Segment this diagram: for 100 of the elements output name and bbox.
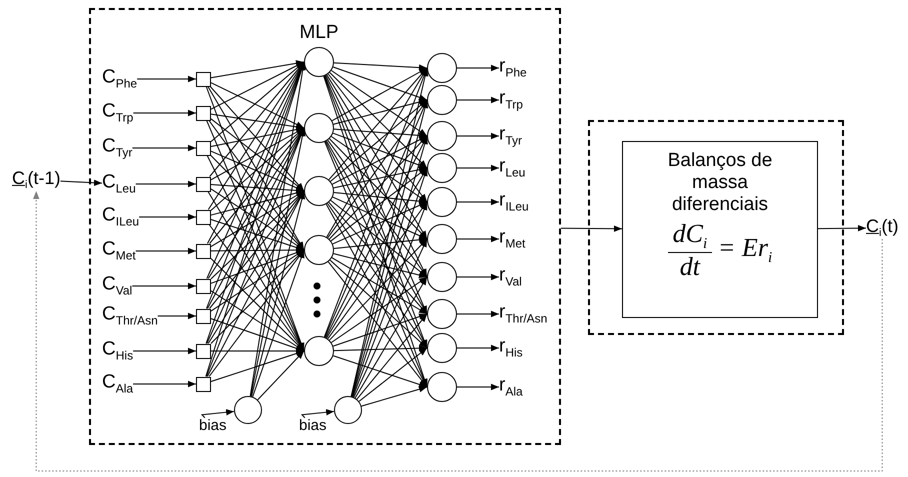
arrow <box>330 70 428 136</box>
input-label: C$_{Thr/Asn}$ <box>102 304 158 328</box>
arrow <box>329 72 428 168</box>
arrow <box>332 314 428 347</box>
input-label: C$_{Met}$ <box>102 239 136 263</box>
input-node <box>196 176 211 192</box>
bias-label: bias <box>299 418 327 434</box>
arrow <box>132 282 196 290</box>
arrow <box>333 236 428 249</box>
arrow <box>331 257 428 314</box>
input-node <box>196 72 211 86</box>
output-neuron <box>427 53 457 83</box>
dotted-arrow <box>33 190 883 472</box>
bias-label: bias <box>199 418 227 434</box>
output-neuron <box>427 372 457 402</box>
arrow <box>358 348 428 402</box>
output-neuron <box>427 333 457 363</box>
output-neuron <box>427 299 457 329</box>
output-neuron <box>427 262 457 292</box>
output-label: r$_{Tyr}$ <box>499 124 522 148</box>
input-node <box>196 244 211 258</box>
arrow <box>132 348 196 354</box>
arrow <box>330 276 428 344</box>
arrow <box>138 214 196 220</box>
input-node <box>196 210 211 224</box>
output-label: r$_{Val}$ <box>499 265 522 289</box>
arrow <box>333 62 428 71</box>
arrow <box>333 166 428 188</box>
arrow <box>257 350 304 400</box>
arrow <box>332 355 428 388</box>
input-node <box>196 344 211 358</box>
arrow <box>456 164 500 172</box>
arrow <box>60 180 102 186</box>
arrow <box>356 314 428 400</box>
hidden-neuron <box>304 47 334 77</box>
arrow <box>328 261 428 388</box>
input-node <box>196 376 211 392</box>
arrow <box>334 345 428 352</box>
arrow <box>333 253 428 278</box>
arrow <box>300 409 335 418</box>
input-label: C$_{Leu}$ <box>102 172 136 196</box>
arrow <box>330 200 428 278</box>
process-box <box>622 141 818 318</box>
input-node <box>196 308 211 324</box>
input-node <box>196 106 211 120</box>
arrow <box>210 350 304 382</box>
arrow <box>333 98 428 125</box>
hidden-neuron <box>304 235 334 265</box>
arrow <box>328 73 428 202</box>
arrow <box>210 82 304 128</box>
input-node <box>196 140 211 156</box>
input-label: C$_{Trp}$ <box>102 101 134 125</box>
equation-term: = Er$_{i}$ <box>718 233 772 268</box>
arrow <box>135 180 196 188</box>
output-label: r$_{ILeu}$ <box>499 190 529 214</box>
arrow <box>328 238 428 341</box>
arrow <box>330 168 428 242</box>
arrow <box>330 100 428 182</box>
arrow <box>354 276 428 398</box>
output-label: r$_{Met}$ <box>499 227 526 251</box>
arrow <box>456 310 500 318</box>
arrow <box>456 274 500 280</box>
output-vector-label: C$_{i}$(t) <box>866 216 898 240</box>
arrow <box>210 60 304 78</box>
arrow <box>210 126 304 147</box>
arrow <box>210 184 304 194</box>
arrow <box>332 132 428 168</box>
output-neuron <box>427 153 457 183</box>
arrow <box>560 226 622 232</box>
arrow <box>210 62 304 110</box>
output-neuron <box>427 224 457 254</box>
arrow <box>210 86 304 192</box>
output-label: r$_{Ala}$ <box>499 375 523 399</box>
arrow <box>353 238 428 398</box>
bias-neuron <box>334 396 362 424</box>
arrow <box>456 384 500 390</box>
arrow <box>207 86 304 250</box>
arrow <box>456 96 500 104</box>
arrow <box>157 312 196 320</box>
input-node <box>196 278 211 294</box>
dashed-frame <box>588 120 844 335</box>
output-neuron <box>427 187 457 217</box>
arrow <box>132 144 196 152</box>
arrow <box>332 68 428 122</box>
bias-neuron <box>234 396 262 424</box>
output-neuron <box>427 85 457 115</box>
input-label: C$_{ILeu}$ <box>102 205 140 229</box>
arrow <box>132 380 196 388</box>
arrow <box>456 198 500 206</box>
arrow <box>330 260 428 348</box>
output-label: r$_{Thr/Asn}$ <box>499 302 548 326</box>
arrow <box>252 250 304 398</box>
arrow <box>132 110 196 116</box>
arrow <box>210 114 304 130</box>
output-label: r$_{Phe}$ <box>499 56 527 80</box>
arrow <box>818 225 866 232</box>
hidden-neuron <box>304 176 334 206</box>
arrow <box>332 66 428 100</box>
output-label: r$_{His}$ <box>499 336 523 360</box>
arrow <box>456 344 500 352</box>
